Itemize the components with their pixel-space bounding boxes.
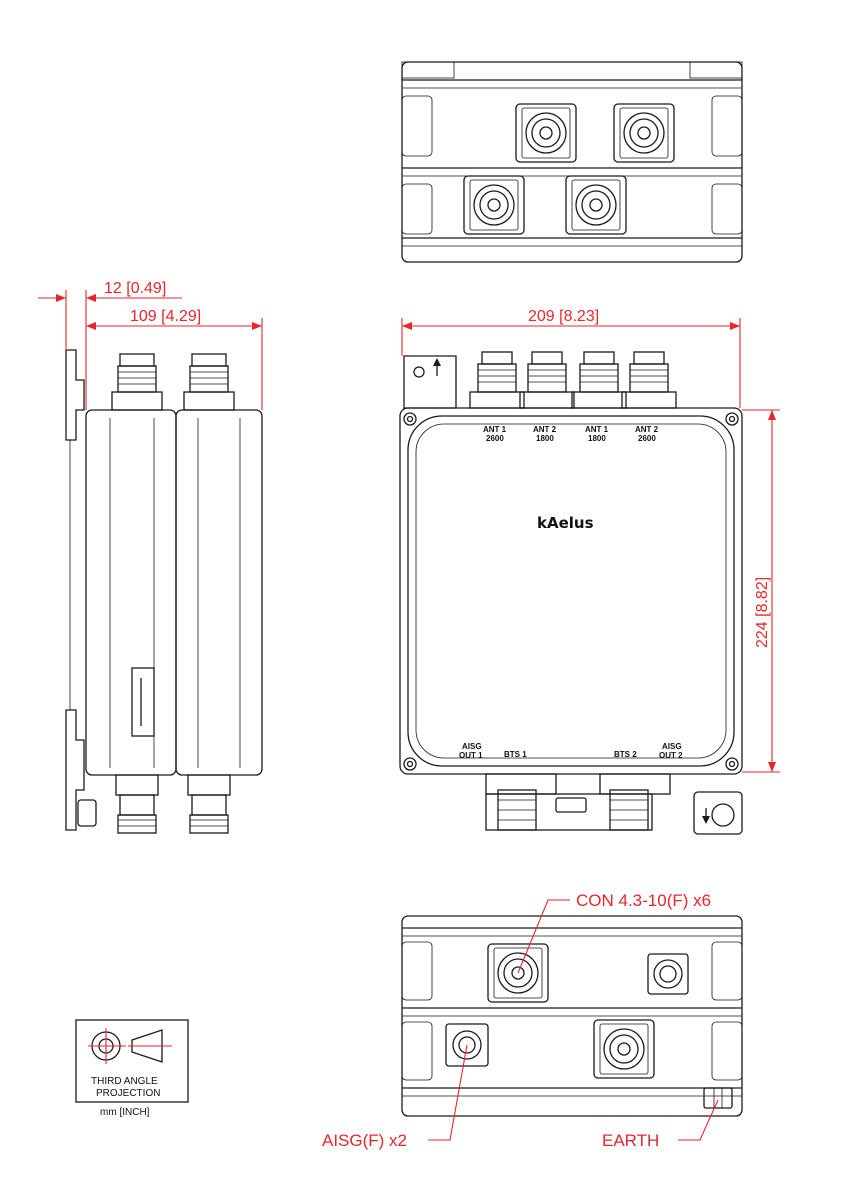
label-aisg-out2-a: AISG bbox=[662, 742, 682, 751]
label-ant2-1800-freq: 1800 bbox=[536, 434, 554, 443]
projection-line-2: PROJECTION bbox=[96, 1088, 160, 1099]
top-view-connector-2 bbox=[613, 103, 675, 163]
dimension-height: 224 [8.82] bbox=[754, 577, 771, 648]
label-bts2: BTS 2 bbox=[614, 750, 637, 759]
label-ant2-2600-freq: 2600 bbox=[638, 434, 656, 443]
label-aisg-out1-b: OUT 1 bbox=[459, 751, 483, 760]
top-view-connector-1 bbox=[515, 103, 577, 163]
callout-lines bbox=[428, 899, 719, 1141]
earth-tab bbox=[693, 791, 743, 835]
label-ant1-1800-freq: 1800 bbox=[588, 434, 606, 443]
dimension-depth-total: 109 [4.29] bbox=[130, 308, 201, 325]
side-view bbox=[65, 349, 263, 834]
label-ant1-2600: ANT 1 bbox=[483, 425, 507, 434]
label-aisg-out1-a: AISG bbox=[462, 742, 482, 751]
projection-line-1: THIRD ANGLE bbox=[91, 1076, 158, 1087]
bottom-view-con-connector-1 bbox=[487, 943, 549, 1003]
front-port-labels: ANT 1 2600 ANT 2 1800 ANT 1 1800 ANT 2 2… bbox=[459, 425, 683, 760]
label-ant1-2600-freq: 2600 bbox=[486, 434, 504, 443]
top-view-connector-3 bbox=[463, 175, 525, 235]
dimension-depth-offset: 12 [0.49] bbox=[104, 280, 166, 297]
label-ant1-1800: ANT 1 bbox=[585, 425, 609, 434]
third-angle-projection-symbol bbox=[75, 1019, 189, 1103]
label-aisg-out2-b: OUT 2 bbox=[659, 751, 683, 760]
top-view bbox=[401, 61, 743, 263]
label-ant2-2600: ANT 2 bbox=[635, 425, 659, 434]
label-bts1: BTS 1 bbox=[504, 750, 527, 759]
callout-aisg: AISG(F) x2 bbox=[322, 1131, 407, 1150]
label-ant2-1800: ANT 2 bbox=[533, 425, 557, 434]
bottom-view bbox=[401, 915, 743, 1117]
bottom-view-con-connector-2 bbox=[593, 1019, 655, 1079]
brand-logo: kAelus bbox=[537, 514, 594, 532]
front-view bbox=[399, 351, 743, 835]
side-view-bottom-connectors bbox=[115, 774, 231, 834]
front-bottom-connectors bbox=[485, 773, 671, 831]
bottom-view-aisg-connector-1 bbox=[647, 953, 689, 995]
bottom-view-aisg-connector-2 bbox=[445, 1023, 489, 1067]
dimension-width: 209 [8.23] bbox=[528, 308, 599, 325]
front-top-connectors bbox=[469, 351, 677, 409]
front-dimensions bbox=[401, 318, 780, 773]
callout-con: CON 4.3-10(F) x6 bbox=[576, 891, 711, 910]
side-dimensions bbox=[38, 290, 263, 410]
callout-earth: EARTH bbox=[602, 1131, 659, 1150]
projection-units: mm [INCH] bbox=[100, 1107, 150, 1118]
side-view-top-connectors bbox=[111, 353, 235, 411]
top-view-connector-4 bbox=[565, 175, 627, 235]
bottom-view-earth-stud bbox=[703, 1087, 733, 1109]
